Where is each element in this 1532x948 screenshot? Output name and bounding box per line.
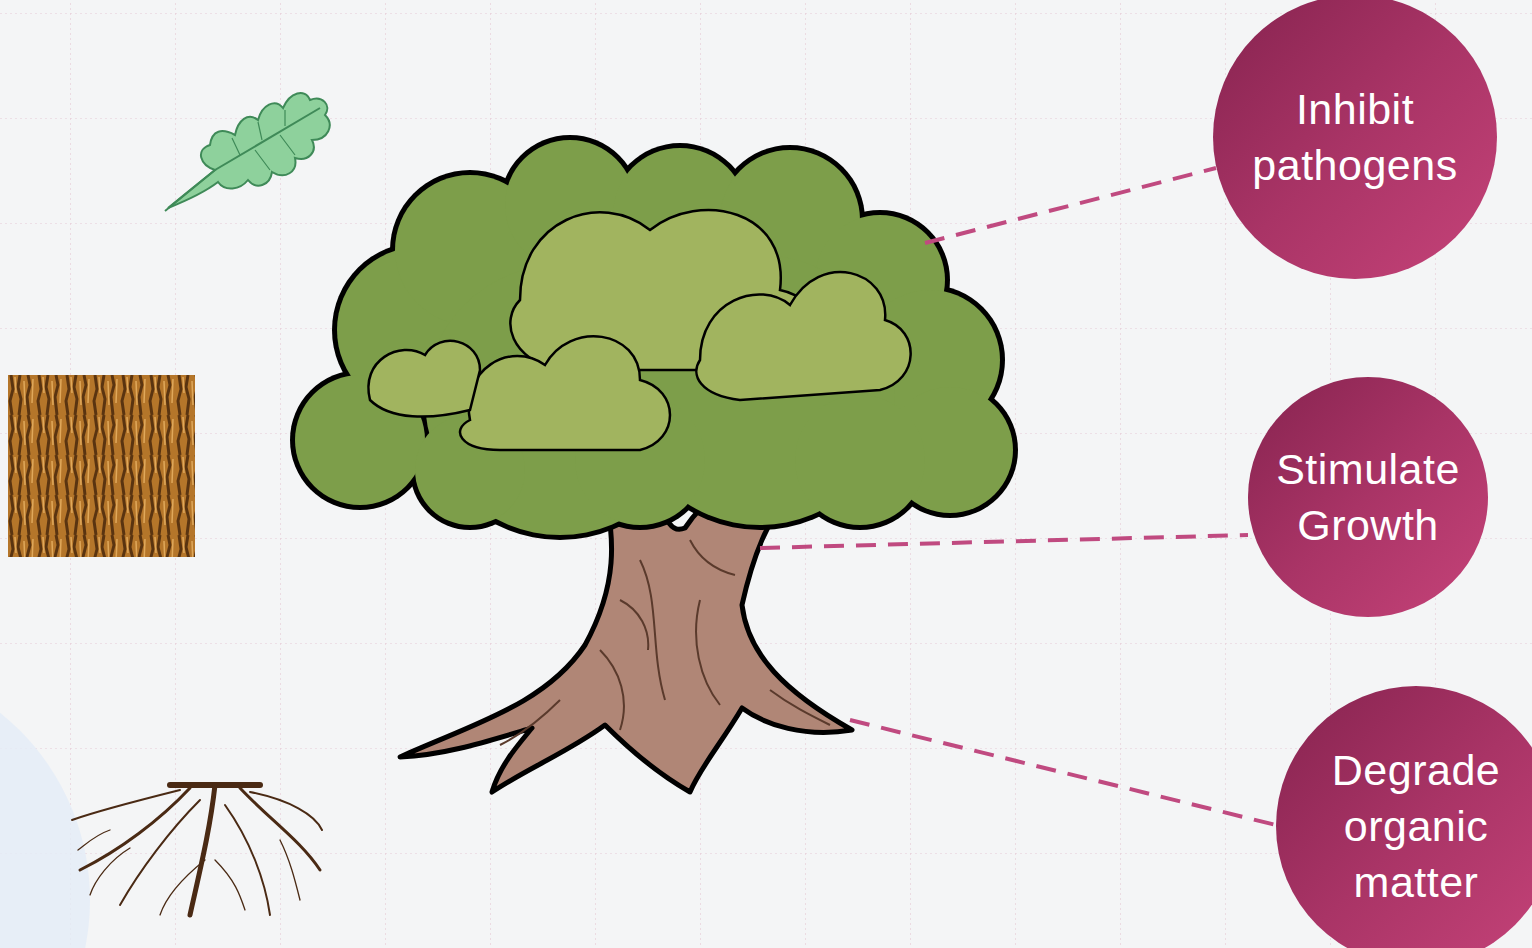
label-circle: Stimulate Growth [1248,377,1488,617]
leader-line [760,535,1248,548]
label-circle: Inhibit pathogens [1213,0,1497,279]
bark-texture [8,375,195,557]
leader-line [850,720,1280,826]
circle-label: Stimulate Growth [1263,441,1473,553]
circle-label: Degrade organic matter [1306,742,1526,910]
circle-label: Inhibit pathogens [1250,81,1460,193]
corner-shape [0,660,90,948]
leader-line [925,168,1216,243]
leader-lines [760,168,1280,826]
label-circle: Degrade organic matter [1276,686,1532,948]
tree-illustration [290,135,1018,792]
oak-leaf [165,93,330,211]
root-system [72,785,322,915]
